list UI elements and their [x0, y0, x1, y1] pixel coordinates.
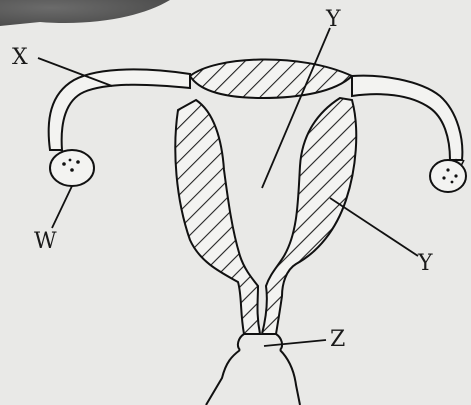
- cervix-left-edge: [238, 334, 244, 350]
- corner-shadow: [0, 0, 170, 26]
- right-oviduct: [352, 76, 462, 160]
- leader-w: [52, 186, 72, 228]
- label-z: Z: [330, 327, 345, 352]
- uterine-fundus-wall: [190, 59, 352, 98]
- vagina-left-outline: [206, 350, 240, 405]
- cervix-right-edge: [276, 334, 282, 350]
- right-uterine-wall: [262, 98, 356, 334]
- left-oviduct: [49, 69, 190, 150]
- vagina-right-outline: [280, 350, 300, 405]
- label-w: W: [34, 229, 57, 254]
- label-y-right: Y: [417, 251, 433, 276]
- left-uterine-wall: [175, 100, 260, 334]
- leader-z: [264, 340, 326, 346]
- right-ovary: [430, 160, 466, 192]
- label-x: X: [12, 45, 28, 70]
- left-ovary: [50, 150, 94, 186]
- leader-y-right: [330, 198, 418, 256]
- label-y-top: Y: [325, 7, 341, 32]
